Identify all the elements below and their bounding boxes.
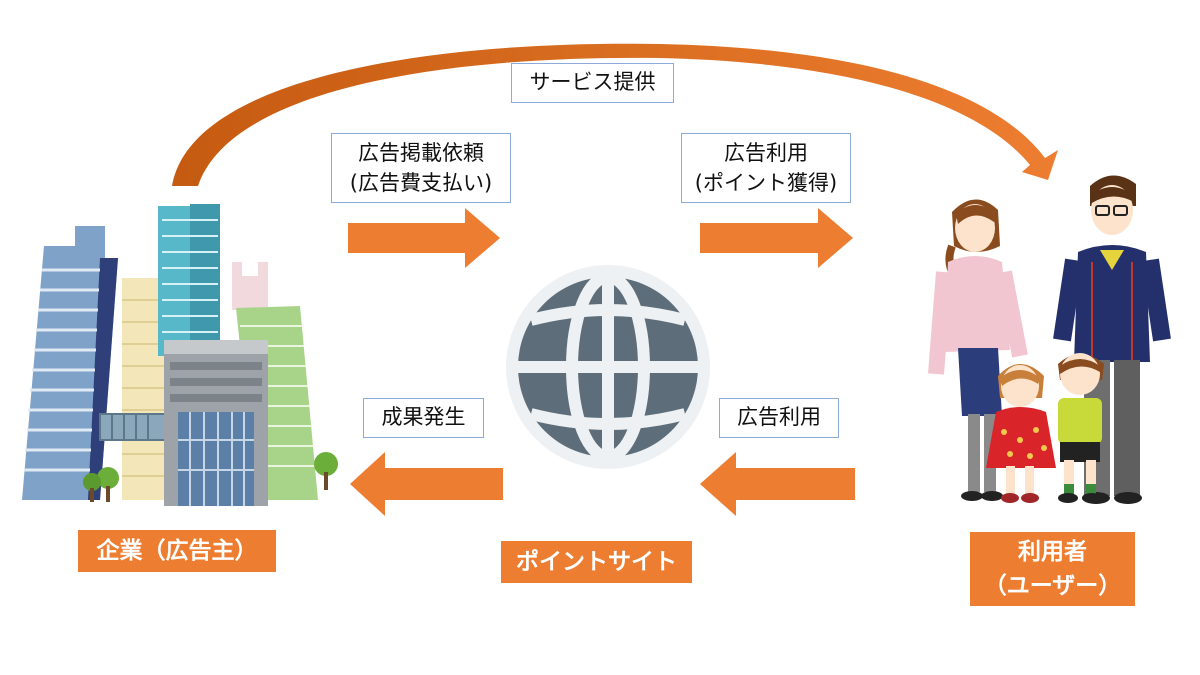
building-icon bbox=[22, 204, 338, 506]
user-tag: 利用者 （ユーザー） bbox=[970, 532, 1135, 606]
company-tag: 企業（広告主） bbox=[78, 530, 276, 572]
arrow-left-icon bbox=[350, 452, 503, 516]
point-site-tag: ポイントサイト bbox=[501, 541, 692, 583]
ad-use-label-bottom: 広告利用 bbox=[719, 398, 839, 438]
result-label: 成果発生 bbox=[363, 398, 484, 438]
arrow-right-icon bbox=[700, 208, 853, 268]
globe-icon bbox=[506, 265, 710, 469]
arrow-right-icon bbox=[348, 208, 500, 268]
ad-use-label-top: 広告利用 (ポイント獲得) bbox=[681, 133, 851, 203]
service-provision-label: サービス提供 bbox=[511, 63, 674, 103]
arrow-left-icon bbox=[700, 452, 855, 516]
ad-request-label: 広告掲載依頼 (広告費支払い) bbox=[331, 133, 511, 203]
family-icon bbox=[928, 175, 1171, 504]
